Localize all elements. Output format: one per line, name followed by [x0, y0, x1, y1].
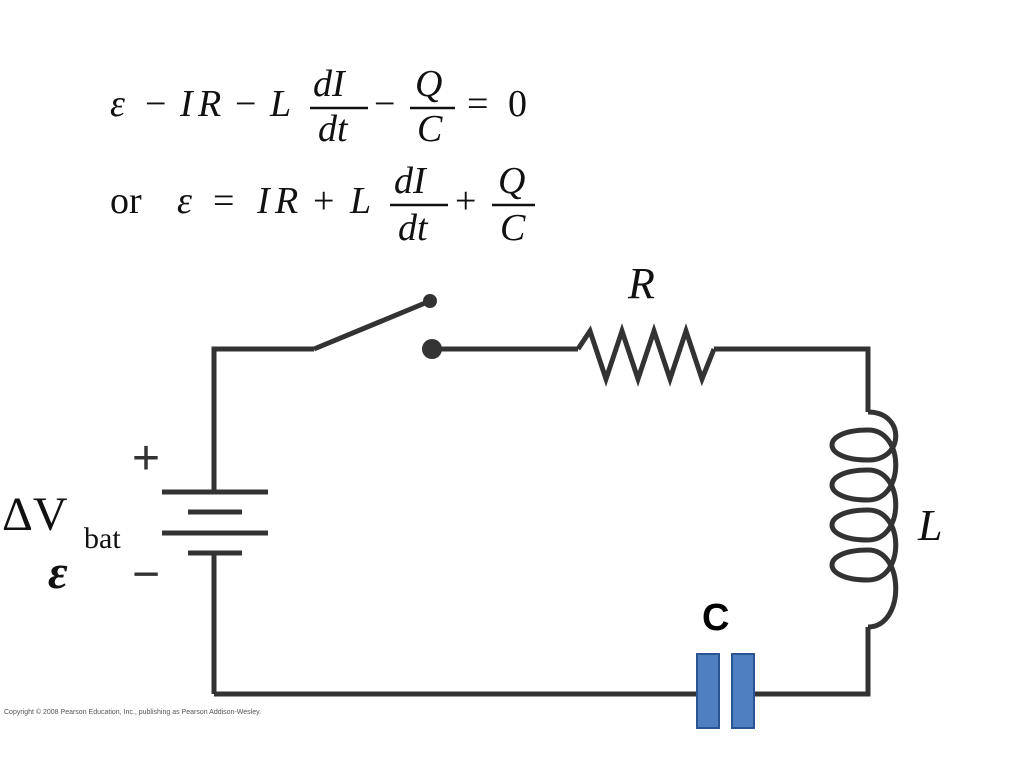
eq2-charge: Q [498, 160, 525, 202]
battery-plus-sign: + [132, 432, 160, 485]
resistor [575, 323, 717, 387]
eq2-equals: = [213, 180, 234, 222]
circuit-wires [211, 294, 899, 697]
inductor-label: L [917, 501, 942, 550]
battery-subscript-bat: bat [84, 522, 121, 555]
eq2-current: I [256, 180, 272, 222]
eq1-inductance: L [269, 83, 291, 125]
eq1-dt: dt [318, 108, 349, 150]
switch-contact-open [423, 294, 437, 308]
eq2-plus-1: + [313, 180, 334, 222]
eq1-charge: Q [415, 63, 442, 105]
eq1-emf: ε [110, 83, 125, 125]
capacitor [696, 653, 755, 729]
battery [162, 489, 268, 556]
capacitor-plate-left [696, 653, 720, 729]
inductor-coil [829, 409, 899, 630]
eq2-emf: ε [177, 180, 192, 222]
eq1-current: I [179, 83, 195, 125]
capacitor-label: C [702, 597, 729, 639]
eq1-resistance: R [197, 83, 221, 125]
eq1-minus-1: − [145, 83, 166, 125]
eq2-di: dI [394, 160, 428, 202]
battery-voltage-label: ΔV bat [2, 488, 121, 555]
eq2-plus-2: + [455, 180, 476, 222]
eq2-or: or [110, 180, 142, 222]
battery-delta-v: ΔV [2, 488, 68, 541]
switch-blade [313, 298, 431, 352]
battery-emf-symbol: ε [48, 546, 68, 599]
eq1-minus-2: − [235, 83, 256, 125]
eq2-resistance: R [274, 180, 298, 222]
eq2-capacitance: C [500, 207, 526, 249]
equation-kirchhoff-loop: ε − I R − L dI dt − Q C = 0 [110, 63, 527, 150]
capacitor-plate-right [731, 653, 755, 729]
eq1-capacitance: C [417, 108, 443, 150]
equation-emf-sum: or ε = I R + L dI dt + Q C [110, 160, 535, 249]
wire-resistor-to-inductor [714, 346, 871, 412]
eq2-dt: dt [398, 207, 429, 249]
eq1-di: dI [313, 63, 347, 105]
wire-inductor-to-capacitor [755, 627, 871, 697]
eq1-equals: = [467, 83, 488, 125]
resistor-label: R [627, 259, 655, 308]
copyright-notice: Copyright © 2008 Pearson Education, Inc.… [4, 708, 261, 716]
eq1-zero: 0 [508, 83, 527, 125]
eq1-minus-3: − [374, 83, 395, 125]
eq2-inductance: L [349, 180, 371, 222]
battery-minus-sign: − [132, 548, 160, 601]
wire-left-top [211, 346, 314, 492]
